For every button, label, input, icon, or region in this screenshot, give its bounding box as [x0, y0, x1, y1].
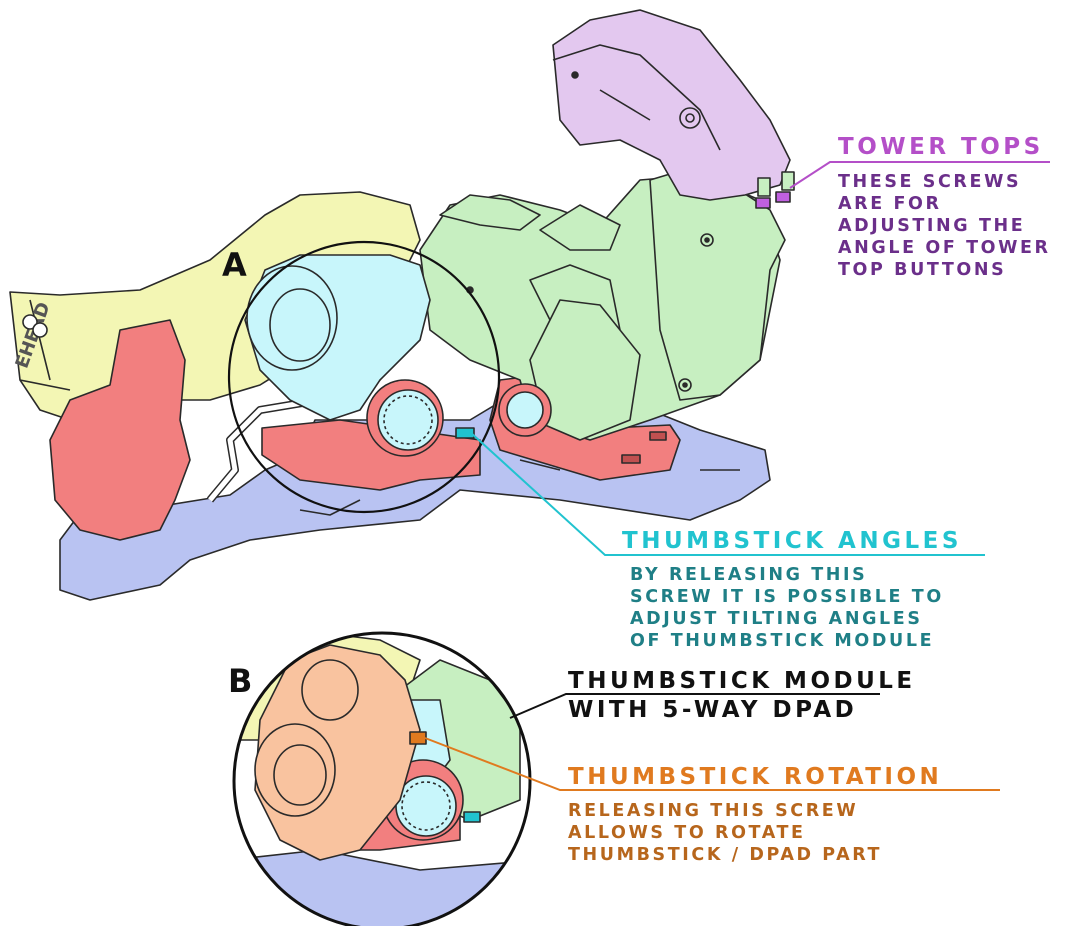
marker-a: A: [222, 246, 247, 284]
thumbstick-angles-body: BY RELEASING THIS SCREW IT IS POSSIBLE T…: [630, 564, 944, 652]
tower-tops-title: TOWER TOPS: [838, 134, 1044, 160]
tower-tops-line: ANGLE OF TOWER: [838, 237, 1051, 259]
thumbstick-rotation-body: RELEASING THIS SCREW ALLOWS TO ROTATE TH…: [568, 800, 882, 866]
tower-tops-line: ARE FOR: [838, 193, 1051, 215]
thumbstick-angles-title: THUMBSTICK ANGLES: [622, 528, 962, 554]
thumbstick-rotation-title: THUMBSTICK ROTATION: [568, 764, 942, 790]
thumbstick-module-line-1: THUMBSTICK MODULE: [568, 668, 916, 694]
thumbstick-angles-line: BY RELEASING THIS: [630, 564, 944, 586]
tower-screw-1: [756, 198, 770, 208]
tower-tops-line: TOP BUTTONS: [838, 259, 1051, 281]
detail-b: [230, 630, 540, 926]
tower-tops-body: THESE SCREWS ARE FOR ADJUSTING THE ANGLE…: [838, 171, 1051, 281]
marker-b: B: [228, 662, 252, 700]
tower-tops-line: THESE SCREWS: [838, 171, 1051, 193]
thumbstick-angles-line: OF THUMBSTICK MODULE: [630, 630, 944, 652]
rotation-screw: [410, 732, 426, 744]
thumbstick-rotation-line: THUMBSTICK / DPAD PART: [568, 844, 882, 866]
tower-tops-line: ADJUSTING THE: [838, 215, 1051, 237]
thumbstick-rotation-line: RELEASING THIS SCREW: [568, 800, 882, 822]
thumbstick-angles-line: SCREW IT IS POSSIBLE TO: [630, 586, 944, 608]
main-assembly: EHEAD: [10, 10, 794, 600]
thumbstick-rotation-line: ALLOWS TO ROTATE: [568, 822, 882, 844]
purple-top: [553, 10, 790, 200]
thumbstick-module-line-2: WITH 5-WAY DPAD: [568, 697, 857, 723]
tower-screw-2: [776, 192, 790, 202]
thumbstick-angles-line: ADJUST TILTING ANGLES: [630, 608, 944, 630]
